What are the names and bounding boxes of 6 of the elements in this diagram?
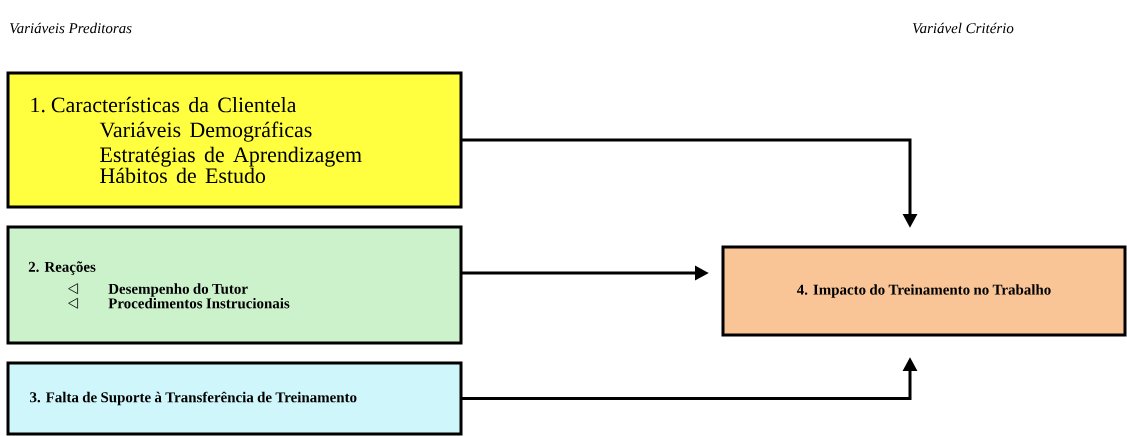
process-box: 3. Falta de Suporte à Transferência de Treinamento [6,361,463,436]
column-heading: Variáveis Preditoras [10,22,132,34]
process-box: 2. Reações Desempenho do Tutor Procedimentos Instrucionais [6,225,463,345]
process-box: 1. Características da Clientela Variáveis Demográficas Estratégias de Aprendizagem Hábitos de Estudo [6,71,463,209]
column-heading: Variável Critério [912,22,1014,34]
process-box: 4. Impacto do Treinamento no Trabalho [721,245,1127,337]
